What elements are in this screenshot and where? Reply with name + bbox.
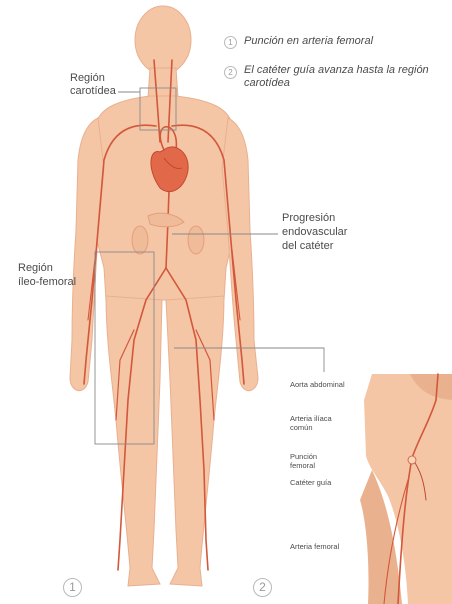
ileo-femoral-label-line2: íleo-femoral <box>18 276 76 289</box>
carotid-region-label-line2: carotídea <box>70 85 116 98</box>
progression-label-line1: Progresión <box>282 212 335 225</box>
neck <box>148 68 178 98</box>
inset-puncture-site <box>408 456 416 464</box>
inset-label-iliaca-line2: común <box>290 423 313 432</box>
ileo-femoral-label-line1: Región <box>18 262 53 275</box>
step-2-text: El catéter guía avanza hasta la región c… <box>244 64 449 90</box>
panel-1-number: 1 <box>63 578 82 597</box>
inset-label-aorta: Aorta abdominal <box>290 380 345 389</box>
step-2-badge: 2 <box>224 66 237 79</box>
inset-label-cateter: Catéter guía <box>290 478 331 487</box>
inset-label-iliaca-line1: Arteria ilíaca <box>290 414 332 423</box>
left-kidney <box>188 226 204 254</box>
progression-label-line2: endovascular <box>282 226 347 239</box>
inset-label-puncion-line2: femoral <box>290 461 315 470</box>
left-leg <box>166 296 224 586</box>
inset-label-puncion-line1: Punción <box>290 452 317 461</box>
progression-label-line3: del catéter <box>282 240 333 253</box>
inset-label-femoral: Arteria femoral <box>290 542 339 551</box>
inset-panel <box>280 374 452 604</box>
carotid-region-label-line1: Región <box>70 72 105 85</box>
step-1-badge: 1 <box>224 36 237 49</box>
head <box>135 6 191 74</box>
step-1-text: Punción en arteria femoral <box>244 35 373 48</box>
right-kidney <box>132 226 148 254</box>
panel-2-number: 2 <box>253 578 272 597</box>
